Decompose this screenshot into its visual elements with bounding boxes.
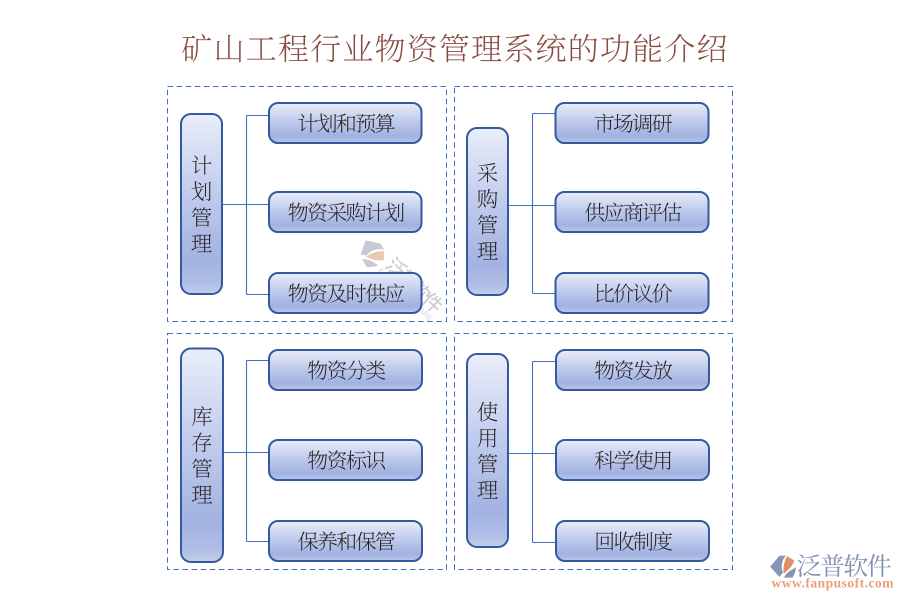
svg-text:www.fanpusoft.com: www.fanpusoft.com	[772, 576, 895, 591]
